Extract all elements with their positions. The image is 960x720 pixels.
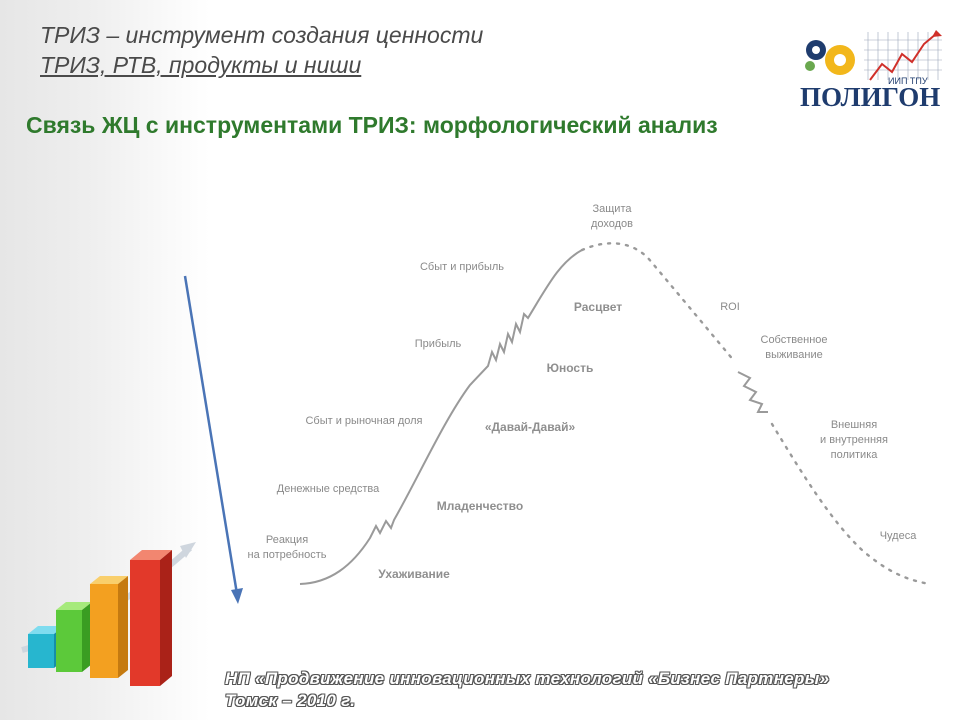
logo-name: ПОЛИГОН [800,82,941,112]
footer-line-1: НП «Продвижение инновационных технологий… [225,669,830,688]
polygon-logo: ИИП ТПУ ПОЛИГОН [798,26,946,112]
descending-arrow [183,275,239,595]
arrow-head-icon [231,588,243,604]
stage-prime: Расцвет [574,300,622,314]
lifecycle-curve-growth [299,249,583,585]
label-need: на потребность [248,549,327,561]
stage-go-go: «Давай-Давай» [485,420,576,434]
decline-zigzag [737,371,768,413]
footer-line-2: Томск – 2010 г. [225,691,356,710]
label-miracles: Чудеса [880,530,918,542]
label-sales-profit: Сбыт и прибыль [420,261,504,273]
stage-infancy: Младенчество [437,499,523,513]
header: ТРИЗ – инструмент создания ценности ТРИЗ… [40,20,483,80]
label-profit: Прибыль [415,338,462,350]
lifecycle-curve-decline [770,422,932,586]
header-line-2: ТРИЗ, РТВ, продукты и ниши [40,52,362,78]
label-survival: выживание [765,349,822,361]
label-external: Внешняя [831,419,877,431]
label-cash: Денежные средства [277,483,380,495]
label-protection: Защита [593,203,633,215]
label-sales-share: Сбыт и рыночная доля [305,415,422,427]
label-internal: и внутренняя [820,434,888,446]
label-policy: политика [831,449,879,461]
label-income: доходов [591,218,633,230]
logo-subtitle: ИИП ТПУ [888,76,928,86]
label-reaction: Реакция [266,534,308,546]
stage-youth: Юность [547,361,594,375]
label-own: Собственное [761,334,828,346]
slide-title: Связь ЖЦ с инструментами ТРИЗ: морфологи… [26,112,718,138]
header-line-1: ТРИЗ – инструмент создания ценности [40,22,484,48]
logo-graphic-icon [805,30,942,81]
label-roi: ROI [720,301,740,313]
footer: НП «Продвижение инновационных технологий… [225,668,829,712]
stage-courtship: Ухаживание [378,567,450,581]
decorative-bar-chart-icon [21,542,196,686]
